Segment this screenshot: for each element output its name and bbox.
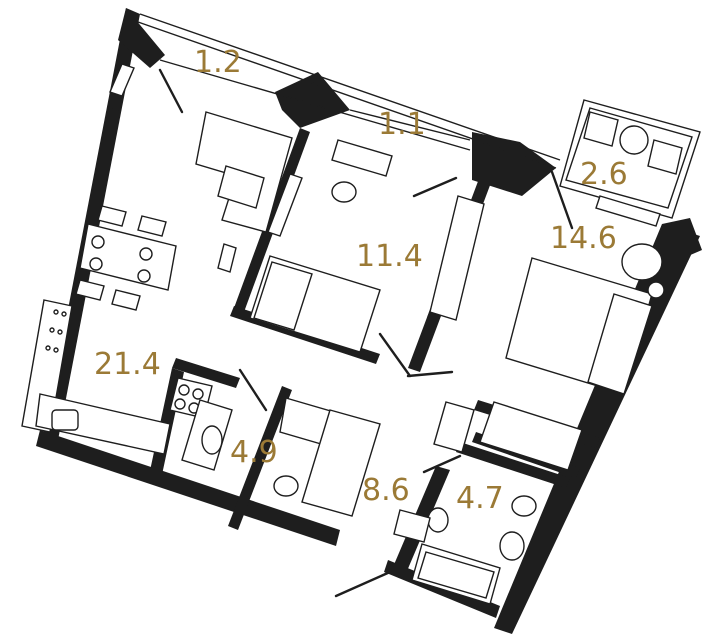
- area-label-bathroom-2: 4.7: [456, 481, 504, 516]
- room-labels: 1.2 1.1 2.6 21.4 11.4 14.6 4.9 8.6 4.7: [94, 45, 628, 516]
- wardrobe-1: [429, 195, 485, 321]
- bathroom-1-fixtures: [181, 397, 381, 517]
- desk-1: [331, 139, 393, 203]
- area-label-bedroom-1: 11.4: [356, 239, 423, 274]
- armchair-2: [621, 243, 665, 299]
- wardrobe-2: [479, 401, 583, 471]
- dining-table: [75, 205, 177, 311]
- balcony-railings: [137, 13, 701, 219]
- sofa: [195, 111, 293, 233]
- area-label-hallway: 8.6: [362, 473, 410, 508]
- area-label-balcony-left: 1.2: [194, 45, 242, 80]
- area-label-balcony-right: 2.6: [580, 157, 628, 192]
- bed-2: [505, 257, 653, 395]
- bathroom-2-fixtures: [393, 401, 537, 605]
- doors: [158, 68, 574, 598]
- area-label-bathroom-1: 4.9: [230, 435, 278, 470]
- area-label-living-kitchen: 21.4: [94, 347, 161, 382]
- bed-1: [249, 255, 381, 353]
- balcony-furniture: [583, 111, 683, 227]
- radiators: [109, 63, 303, 273]
- kitchen-counter: [21, 299, 213, 455]
- area-label-balcony-middle: 1.1: [378, 107, 426, 142]
- area-label-bedroom-2: 14.6: [550, 221, 617, 256]
